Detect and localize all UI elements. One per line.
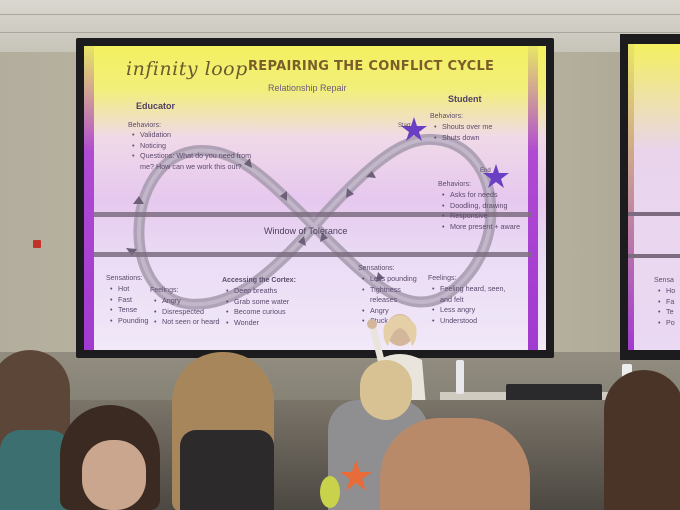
list-item: Questions: What do you need from me? How… <box>132 151 262 172</box>
list-item: Understood <box>432 316 518 327</box>
list-item: Become curious <box>226 307 306 318</box>
list-item: Pounding <box>110 316 160 327</box>
list-item: Noticing <box>132 141 262 152</box>
star-icon <box>340 460 372 491</box>
feelings-left-label: Feelings: <box>150 287 179 294</box>
list-item: Responsive <box>442 211 534 222</box>
window-band-bottom <box>94 252 532 257</box>
list-item: Shouts over me <box>434 122 534 133</box>
list-item: Stuck <box>362 316 430 327</box>
end-star-icon <box>483 164 509 188</box>
list-item: Doodling, drawing <box>442 201 534 212</box>
start-label: Start <box>398 123 411 129</box>
list-item: Ho <box>658 286 680 297</box>
feelings-left-list: Angry Disrespected Not seen or heard <box>154 296 226 328</box>
list-item: Asks for needs <box>442 190 534 201</box>
second-slide: Sensa Ho Fa Te Po <box>628 44 680 350</box>
list-item: Grab some water <box>226 297 306 308</box>
educator-header: Educator <box>136 101 176 111</box>
list-item: Not seen or heard <box>154 317 226 328</box>
list-item: More present + aware <box>442 222 534 233</box>
educator-behaviors-list: Validation Noticing Questions: What do y… <box>132 130 262 172</box>
window-of-tolerance-label: Window of Tolerance <box>264 226 348 236</box>
slide-title: REPAIRING THE CONFLICT CYCLE <box>248 59 495 74</box>
list-item: Te <box>658 307 680 318</box>
audience-face <box>82 440 146 510</box>
presentation-slide: infinity loop REPAIRING THE CONFLICT CYC… <box>84 46 546 350</box>
list-item: Angry <box>154 296 226 307</box>
slide-subtitle: Relationship Repair <box>268 83 347 93</box>
sensations-right-label: Sensations: <box>358 265 395 272</box>
end-label: End <box>480 168 491 174</box>
list-item: Fa <box>658 297 680 308</box>
sensations-left-label: Sensations: <box>106 275 143 282</box>
water-bottle <box>456 360 464 394</box>
ceiling-grid-line <box>0 14 680 15</box>
list-item: Angry <box>362 306 430 317</box>
list-item: Tightness releases <box>362 285 430 306</box>
list-item: Fast <box>110 295 160 306</box>
list-item: Less angry <box>432 305 518 316</box>
feelings-right-label: Feelings: <box>428 275 457 282</box>
arrow-icon <box>133 196 144 204</box>
sensations-right-list: Less pounding Tightness releases Angry S… <box>362 274 430 327</box>
educator-behaviors-label: Behaviors: <box>128 122 162 129</box>
list-item: Feeling heard, seen, and felt <box>432 284 518 305</box>
list-item: Hot <box>110 284 160 295</box>
second-slide-band <box>628 254 680 258</box>
audience-member-shirt <box>0 430 70 510</box>
arrow-icon <box>320 232 328 242</box>
second-slide-list: Ho Fa Te Po <box>658 286 680 328</box>
audience-member <box>360 360 412 420</box>
second-slide-bar <box>628 44 634 350</box>
audience-member-shirt <box>180 430 274 510</box>
arrow-icon <box>298 236 306 246</box>
student-behaviors-label: Behaviors: <box>430 113 464 120</box>
list-item: Deep breaths <box>226 286 306 297</box>
star-decoration <box>320 460 372 508</box>
cortex-label: Accessing the Cortex: <box>222 277 296 284</box>
list-item: Wonder <box>226 318 306 329</box>
feelings-right-list: Feeling heard, seen, and felt Less angry… <box>432 284 518 326</box>
second-slide-band <box>628 212 680 216</box>
student-behaviors-bottom-list: Asks for needs Doodling, drawing Respons… <box>442 190 534 232</box>
audience-member <box>604 370 680 510</box>
student-behaviors-top-list: Shouts over me Shuts down <box>434 122 534 143</box>
list-item: Validation <box>132 130 262 141</box>
window-band-top <box>94 212 532 217</box>
second-slide-label: Sensa <box>654 277 674 284</box>
slide-left-bar <box>84 46 94 350</box>
start-star-icon <box>401 117 427 141</box>
slide-title-script: infinity loop <box>126 58 248 80</box>
cortex-list: Deep breaths Grab some water Become curi… <box>226 286 306 328</box>
ceiling-grid-line <box>0 32 680 33</box>
arrow-icon <box>280 191 287 201</box>
audience-member <box>380 418 530 510</box>
list-item: Less pounding <box>362 274 430 285</box>
list-item: Disrespected <box>154 307 226 318</box>
arrow-icon <box>346 188 354 198</box>
list-item: Shuts down <box>434 133 534 144</box>
student-header: Student <box>448 94 482 104</box>
student-behaviors-bottom-label: Behaviors: <box>438 181 472 188</box>
list-item: Po <box>658 318 680 329</box>
arrow-icon <box>366 171 376 178</box>
list-item: Tense <box>110 305 160 316</box>
exit-sign <box>33 240 41 248</box>
sensations-left-list: Hot Fast Tense Pounding <box>110 284 160 326</box>
